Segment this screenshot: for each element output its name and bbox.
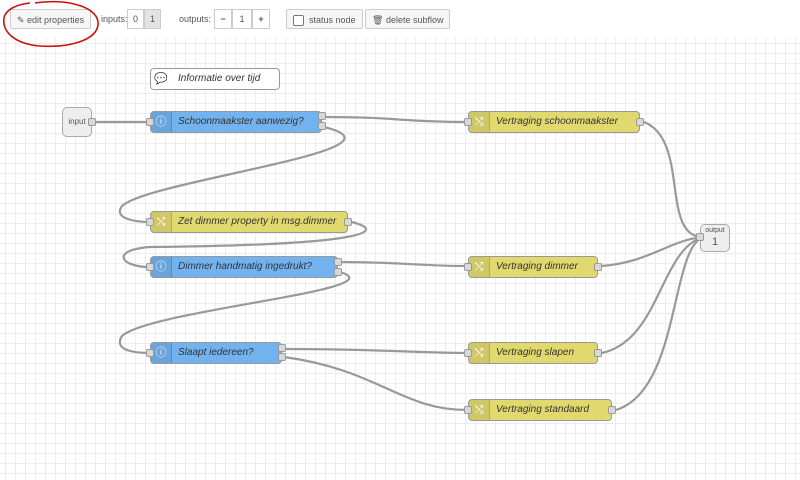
switch-node-slaapt[interactable]: ⓘ Slaapt iedereen? — [150, 342, 282, 364]
port[interactable] — [318, 122, 326, 130]
port[interactable] — [146, 263, 154, 271]
info-icon: ⓘ — [151, 112, 172, 132]
change-node-vertraging-standaard[interactable]: ⤭ Vertraging standaard — [468, 399, 612, 421]
port[interactable] — [464, 263, 472, 271]
port[interactable] — [334, 268, 342, 276]
input-node-output-port[interactable] — [88, 118, 96, 126]
change-node-vertraging-slapen[interactable]: ⤭ Vertraging slapen — [468, 342, 598, 364]
port[interactable] — [278, 353, 286, 361]
edit-properties-button[interactable]: ✎ edit properties — [10, 9, 92, 29]
inputs-label: inputs: — [101, 14, 128, 24]
output-node-input-port[interactable] — [696, 233, 704, 241]
port[interactable] — [318, 112, 326, 120]
shuffle-icon: ⤭ — [469, 257, 490, 277]
delete-subflow-button[interactable]: 🗑 delete subflow — [365, 9, 451, 29]
info-icon: ⓘ — [151, 257, 172, 277]
change-node-vertraging-schoonmaakster[interactable]: ⤭ Vertraging schoonmaakster — [468, 111, 640, 133]
outputs-value-field[interactable]: 1 — [232, 9, 252, 29]
outputs-decrement-button[interactable]: − — [214, 9, 232, 29]
port[interactable] — [464, 118, 472, 126]
trash-icon: 🗑 — [372, 15, 386, 25]
outputs-label: outputs: — [179, 14, 212, 24]
subflow-output-node[interactable]: output 1 — [700, 224, 730, 252]
change-node-zet-dimmer[interactable]: ⤭ Zet dimmer property in msg.dimmer — [150, 211, 348, 233]
port[interactable] — [464, 349, 472, 357]
checkbox-icon[interactable] — [293, 15, 304, 27]
shuffle-icon: ⤭ — [469, 112, 490, 132]
flow-canvas[interactable] — [0, 38, 800, 480]
port[interactable] — [636, 118, 644, 126]
port[interactable] — [344, 218, 352, 226]
outputs-increment-button[interactable]: + — [252, 9, 270, 29]
info-icon: ⓘ — [151, 343, 172, 363]
switch-node-schoonmaakster[interactable]: ⓘ Schoonmaakster aanwezig? — [150, 111, 322, 133]
port[interactable] — [594, 263, 602, 271]
pencil-icon: ✎ — [17, 15, 28, 25]
comment-icon: 💬 — [151, 69, 171, 89]
switch-node-dimmer-handmatig[interactable]: ⓘ Dimmer handmatig ingedrukt? — [150, 256, 338, 278]
inputs-option-0[interactable]: 0 — [127, 9, 144, 29]
port[interactable] — [146, 349, 154, 357]
status-node-toggle[interactable]: status node — [286, 9, 363, 29]
port[interactable] — [464, 406, 472, 414]
port[interactable] — [608, 406, 616, 414]
inputs-option-1[interactable]: 1 — [144, 9, 161, 29]
port[interactable] — [334, 258, 342, 266]
comment-node[interactable]: 💬 Informatie over tijd — [150, 68, 280, 90]
port[interactable] — [278, 344, 286, 352]
shuffle-icon: ⤭ — [469, 400, 490, 420]
shuffle-icon: ⤭ — [151, 212, 172, 232]
port[interactable] — [146, 118, 154, 126]
subflow-toolbar: ✎ edit properties inputs: 0 1 outputs: −… — [0, 0, 800, 38]
port[interactable] — [594, 349, 602, 357]
change-node-vertraging-dimmer[interactable]: ⤭ Vertraging dimmer — [468, 256, 598, 278]
port[interactable] — [146, 218, 154, 226]
shuffle-icon: ⤭ — [469, 343, 490, 363]
